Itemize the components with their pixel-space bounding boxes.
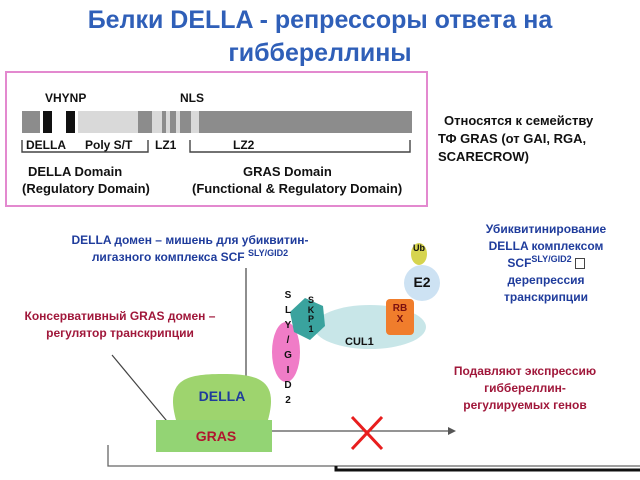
- family-note-line-2: ТФ GRAS (от GAI, RGA,: [438, 131, 587, 146]
- suppress-note-line-1: Подавляют экспрессию: [453, 364, 597, 378]
- suppress-note-line-2: гиббереллин-: [484, 381, 566, 395]
- page-title: Белки DELLA - репрессоры ответа на гиббе…: [0, 4, 640, 70]
- della-domain-bracket: [21, 140, 149, 153]
- title-line-2: гиббереллины: [228, 39, 412, 67]
- della-domain-shape: [172, 374, 272, 420]
- skp1-shape: [290, 298, 325, 340]
- vhynp-motif-block: [66, 111, 75, 133]
- ubiquitination-note-line-5: транскрипции: [504, 290, 588, 304]
- nls-block: [191, 111, 199, 133]
- della-target-note: DELLA домен – мишень для убиквитин- лига…: [40, 232, 340, 266]
- suppress-note: Подавляют экспрессию гиббереллин- регули…: [430, 363, 620, 414]
- suppress-note-line-3: регулируемых генов: [463, 398, 587, 412]
- della-motif-block-1: [43, 111, 52, 133]
- scf-superscript-2: SLY/GID2: [531, 254, 572, 264]
- ubiquitination-note: Убиквитинирование DELLA комплексом SCFSL…: [456, 221, 636, 306]
- gras-domain-label: GRAS Domain: [243, 164, 332, 179]
- family-note: Относятся к семейству ТФ GRAS (от GAI, R…: [438, 112, 638, 166]
- gras-note: Консервативный GRAS домен – регулятор тр…: [4, 308, 236, 342]
- gene-line: [334, 466, 640, 472]
- ubiquitination-note-line-3: SCFSLY/GID2: [456, 255, 636, 272]
- dna-line: [107, 445, 640, 467]
- della-motif-label: DELLA: [26, 138, 66, 152]
- gras-protein-label: GRAS: [195, 428, 237, 444]
- repression-x-mark: [350, 415, 384, 451]
- domain-figure-frame: [5, 71, 428, 207]
- gras-domain-sub-label: (Functional & Regulatory Domain): [192, 181, 403, 196]
- lz1-label: LZ1: [155, 138, 177, 152]
- rbx-shape: [386, 299, 414, 335]
- gras-note-line-2: регулятор транскрипции: [46, 326, 194, 340]
- vhynp-label: VHYNP: [45, 91, 87, 105]
- della-domain-label: DELLA Domain: [28, 164, 123, 179]
- family-note-line-3: SCARECROW): [438, 149, 529, 164]
- e2-shape: [404, 265, 440, 301]
- gras-note-line-1: Консервативный GRAS домен –: [24, 309, 216, 323]
- della-protein-label: DELLA: [198, 388, 246, 404]
- polyst-region: [78, 111, 138, 133]
- e2-label: E2: [413, 274, 431, 290]
- della-target-note-line-1: DELLA домен – мишень для убиквитин-: [71, 233, 309, 247]
- rbx-label: RB X: [392, 303, 408, 325]
- family-note-line-1: Относятся к семейству: [444, 113, 594, 128]
- lz1-block-a: [152, 111, 162, 133]
- sly-gid2-shape: [272, 322, 300, 382]
- transcription-arrowhead: [448, 427, 456, 435]
- ub-label: Ub: [413, 243, 425, 253]
- skp1-label: S K P 1: [307, 295, 315, 334]
- ubiquitination-note-line-1: Убиквитинирование: [485, 222, 607, 236]
- ubiquitination-note-line-4: дерепрессия: [507, 273, 585, 287]
- gras-domain-block: [156, 420, 272, 452]
- della-target-note-line-2: лигазного комплекса SCF SLY/GID2: [91, 248, 289, 265]
- gras-domain-bracket: [189, 140, 411, 153]
- title-line-1: Белки DELLA - репрессоры ответа на: [87, 6, 553, 34]
- polyst-label: Poly S/T: [85, 138, 133, 152]
- scf-superscript: SLY/GID2: [247, 248, 289, 258]
- lz1-block-c: [176, 111, 180, 133]
- cul1-label: CUL1: [345, 336, 374, 348]
- sly-gid2-label: S L Y / G I D 2: [284, 290, 292, 406]
- nls-label: NLS: [180, 91, 204, 105]
- lz2-label: LZ2: [233, 138, 255, 152]
- ub-shape: [411, 243, 427, 265]
- missing-glyph-icon: [574, 258, 585, 270]
- della-domain-sub-label: (Regulatory Domain): [22, 181, 150, 196]
- ubiquitination-note-line-2: DELLA комплексом: [488, 239, 604, 253]
- domain-bar: [22, 111, 412, 133]
- lz1-block-b: [166, 111, 170, 133]
